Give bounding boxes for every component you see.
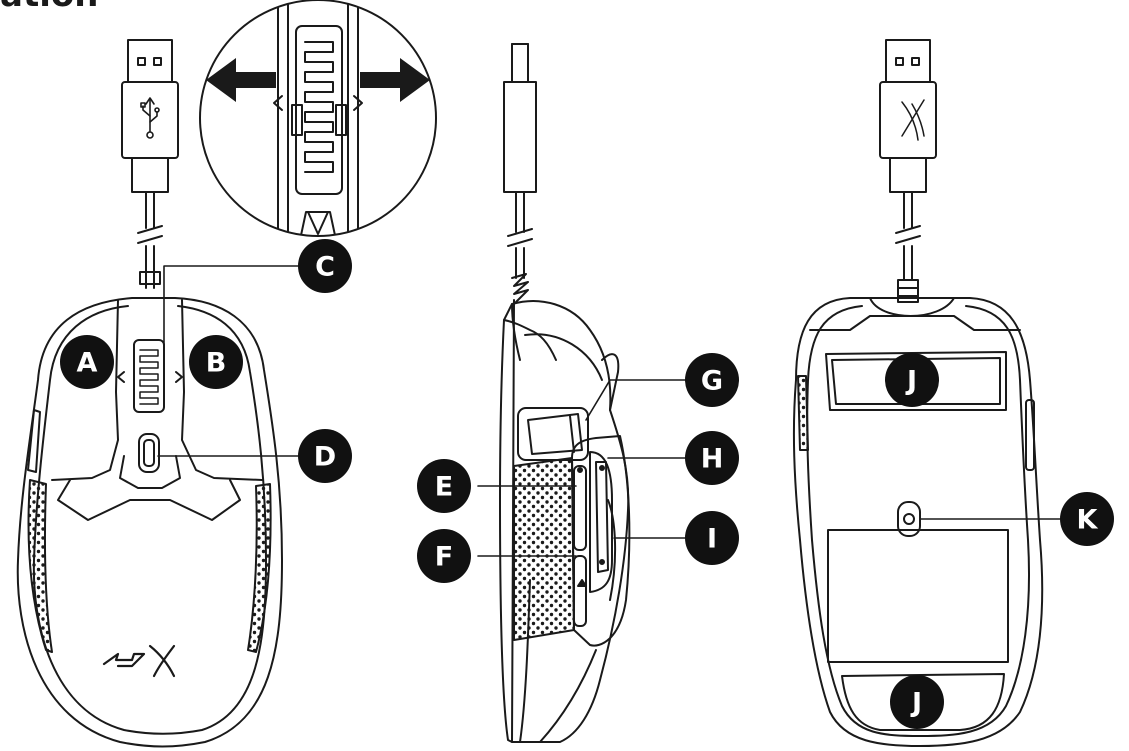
label-k: K: [1077, 505, 1099, 536]
leader-lines: [157, 265, 1061, 557]
mouse-body-side: [499, 300, 630, 743]
label-j-top: J: [905, 366, 917, 397]
bottom-view-mouse: [792, 39, 1044, 747]
badge-e: E: [417, 459, 471, 513]
middle-panel: [827, 529, 1009, 663]
scroll-wheel-top: [133, 339, 165, 413]
label-i: I: [707, 524, 717, 555]
badge-a: A: [60, 335, 114, 389]
badge-c: C: [298, 239, 352, 293]
side-button-e: [573, 465, 587, 551]
label-e: E: [435, 472, 453, 503]
badge-d: D: [298, 429, 352, 483]
label-g: G: [701, 366, 723, 397]
badge-k: K: [1060, 492, 1114, 546]
label-j-bottom: J: [910, 688, 922, 719]
label-f: F: [435, 542, 453, 573]
scroll-zoom-detail: [199, 0, 437, 237]
top-view-mouse: [16, 39, 283, 748]
mouse-inner-rim: [32, 305, 267, 735]
hyperx-logo: [102, 644, 176, 678]
label-h: H: [701, 444, 724, 475]
label-b: B: [206, 348, 227, 379]
badge-h: H: [685, 431, 739, 485]
label-a: A: [77, 348, 98, 379]
badge-j-bottom: J: [890, 675, 944, 729]
arrow-right-icon: [360, 58, 430, 102]
side-button-f: [573, 555, 587, 627]
usb-plug-top: [121, 39, 179, 289]
badge-b: B: [189, 335, 243, 389]
dpi-button-top: [138, 433, 160, 473]
usb-icon: [140, 97, 160, 139]
hyperx-logo: [901, 99, 925, 141]
mouse-body-bottom: [792, 297, 1044, 747]
badge-f: F: [417, 529, 471, 583]
label-c: C: [315, 252, 335, 283]
mouse-skate-top: [825, 351, 1007, 411]
label-d: D: [314, 442, 336, 473]
page-header: ation: [0, 0, 98, 12]
badge-g: G: [685, 353, 739, 407]
mouse-skate-bottom: [841, 673, 1005, 731]
badge-i: I: [685, 511, 739, 565]
side-view-mouse: [499, 43, 631, 743]
arrow-left-icon: [206, 58, 276, 102]
badge-j-top: J: [885, 353, 939, 407]
